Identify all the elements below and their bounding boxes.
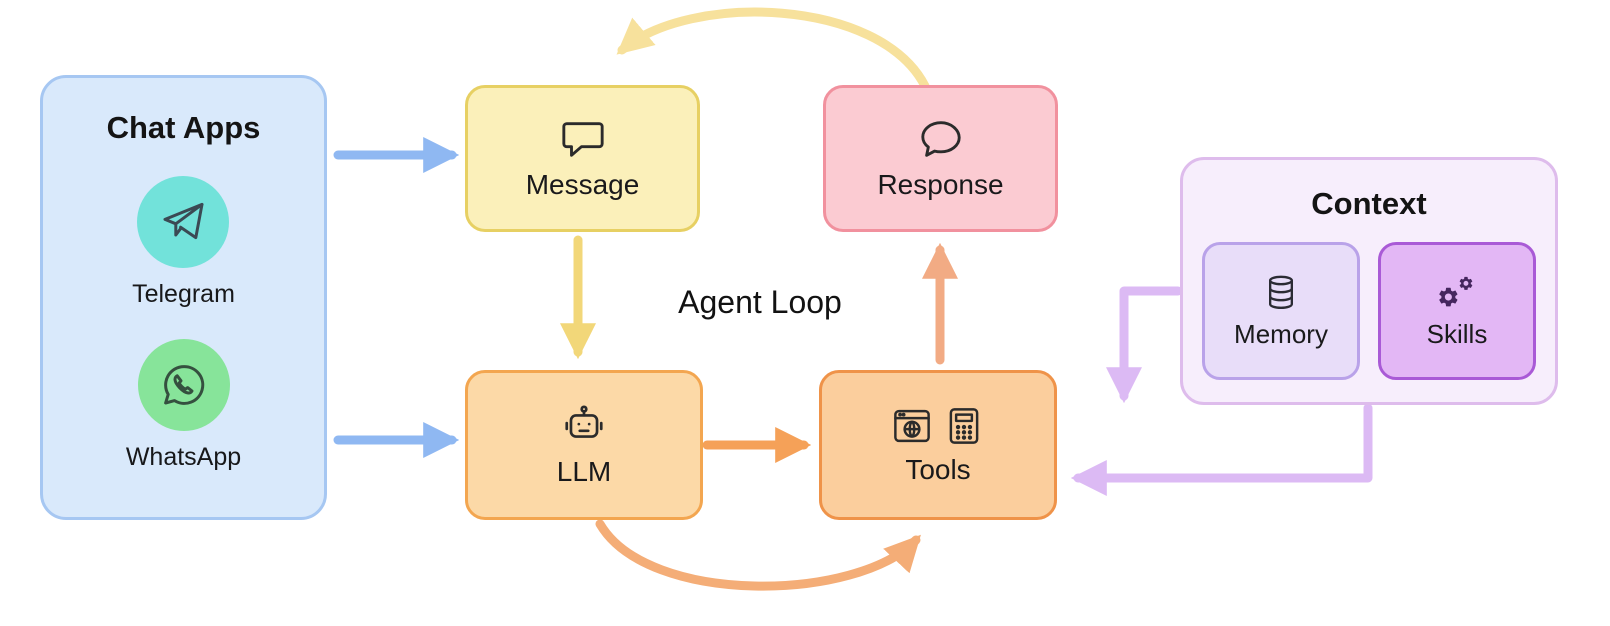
arrow-context-to-tools-top — [1106, 286, 1183, 404]
whatsapp-icon — [137, 339, 230, 431]
chat-apps-title: Chat Apps — [106, 110, 261, 145]
context-group: Context Memory — [1180, 157, 1558, 405]
tools-node[interactable]: Tools — [819, 370, 1057, 520]
browser-icon — [894, 409, 930, 442]
round-chat-bubble-icon — [918, 116, 964, 162]
tools-label: Tools — [905, 453, 971, 485]
context-title: Context — [1311, 186, 1427, 221]
agent-loop-title: Agent Loop — [678, 284, 842, 320]
calculator-icon — [949, 407, 979, 444]
tools-icons — [891, 405, 985, 447]
chat-app-whatsapp[interactable]: WhatsApp — [126, 339, 241, 472]
skills-label: Skills — [1426, 318, 1488, 349]
llm-node[interactable]: LLM — [465, 370, 703, 520]
memory-node[interactable]: Memory — [1202, 242, 1360, 380]
chat-app-telegram[interactable]: Telegram — [132, 176, 235, 309]
message-node[interactable]: Message — [465, 85, 700, 232]
llm-label: LLM — [556, 455, 612, 487]
arrow-context-to-tools-bottom — [1070, 403, 1373, 496]
message-label: Message — [525, 169, 640, 200]
arrow-llm-to-tools-loop — [595, 519, 921, 591]
response-label: Response — [877, 169, 1004, 200]
database-icon — [1269, 275, 1293, 309]
memory-label: Memory — [1234, 318, 1328, 349]
context-items: Memory Skills — [1202, 242, 1536, 380]
response-node[interactable]: Response — [823, 85, 1058, 232]
telegram-icon — [137, 176, 230, 268]
arrow-response-to-message — [616, 7, 930, 91]
telegram-label: Telegram — [132, 280, 235, 308]
gears-icon — [1439, 276, 1473, 306]
robot-icon — [561, 403, 607, 449]
chat-apps-group: Chat Apps Telegram WhatsApp — [40, 75, 327, 520]
skills-node[interactable]: Skills — [1378, 242, 1536, 380]
speech-bubble-icon — [560, 116, 606, 162]
whatsapp-label: WhatsApp — [125, 443, 242, 471]
